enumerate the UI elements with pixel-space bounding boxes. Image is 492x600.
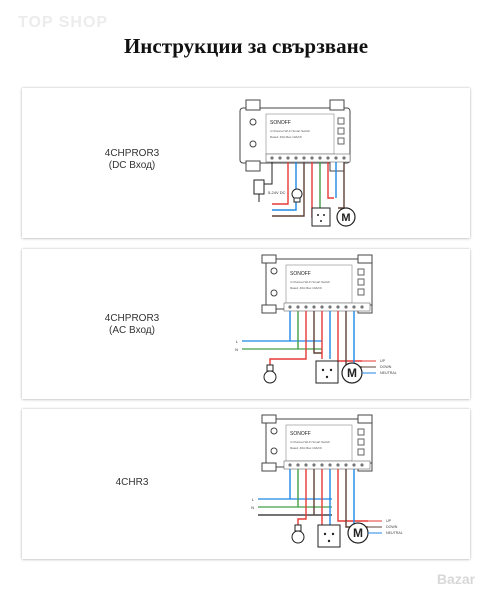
device-module-text: 4 Channel Wi-Fi Smart Switch [290, 280, 330, 284]
dc-wire [264, 162, 273, 185]
relay-terminal [357, 288, 365, 296]
wire-dark [272, 162, 305, 217]
lead-label: N [235, 347, 238, 352]
device-ear [245, 160, 261, 172]
mount-hole [249, 118, 257, 126]
relay-terminal [357, 438, 365, 446]
bulb-icon [291, 188, 303, 203]
device-spec-text: Rated: 40A Max 10A/Ch [270, 135, 303, 139]
logo-text: Bazar [437, 571, 476, 587]
legend-down: DOWN [386, 525, 398, 529]
motor-symbol: M [353, 526, 363, 540]
wire-dark [345, 469, 368, 528]
device-brand: SONOFF [270, 120, 291, 126]
input-type: (AC Вход) [109, 325, 155, 336]
dc-power-supply [253, 179, 265, 195]
lead-label: L [252, 497, 255, 502]
motor-icon: M [336, 207, 356, 227]
wire-red [337, 469, 368, 522]
wiring-diagram: SONOFF 4 Channel Wi-Fi Smart Switch Rate… [239, 99, 356, 227]
wiring-diagram: SONOFF 4 Channel Wi-Fi Smart Switch Rate… [235, 254, 397, 384]
bulb-icon [263, 364, 277, 384]
lead-label: L [236, 339, 239, 344]
device-ear [357, 254, 373, 264]
motor-symbol: M [341, 212, 350, 224]
bazar-logo-icon: Bazar [437, 571, 476, 587]
panel-label: 4CHR3 [62, 477, 202, 489]
page-title: Инструкции за свързване [123, 34, 369, 58]
mount-hole [270, 447, 278, 455]
mount-hole [249, 140, 257, 148]
motor-icon: M [347, 522, 369, 544]
relay-terminal [357, 428, 365, 436]
device-label-area [265, 113, 335, 155]
device-ear [261, 414, 277, 424]
device-label-area [285, 264, 353, 304]
relay-terminal [357, 268, 365, 276]
wire-blue [272, 162, 297, 211]
relay-terminal [337, 117, 345, 125]
wire-red [269, 311, 307, 365]
wire-red [297, 469, 307, 527]
terminal-strip [283, 302, 371, 312]
wire-red [337, 311, 362, 362]
input-type: (DC Вход) [108, 160, 156, 171]
legend-up: UP [386, 519, 392, 523]
panel-label: 4CHPROR3 (DC Вход) [62, 148, 202, 172]
device-ear [329, 160, 345, 172]
legend-down: DOWN [380, 365, 392, 369]
dc-label: 5-24V DC [268, 190, 286, 195]
panel-dc-input: 4CHPROR3 (DC Вход) SONOFF 4 Channel Wi-F… [22, 88, 470, 238]
bulb-icon [291, 524, 305, 544]
wire-red [272, 162, 289, 205]
panel-ac-input: 4CHPROR3 (AC Вход) SONOFF 4 Channel Wi-F… [22, 249, 470, 399]
device-ear [357, 414, 373, 424]
device-spec-text: Rated: 40A Max 10A/Ch [290, 286, 323, 290]
device-ear [261, 304, 277, 314]
mount-hole [270, 267, 278, 275]
device-module-text: 4 Channel Wi-Fi Smart Switch [270, 129, 310, 133]
wiring-diagram: SONOFF 4 Channel Wi-Fi Smart Switch Rate… [251, 414, 403, 548]
panel-label: 4CHPROR3 (AC Вход) [62, 313, 202, 337]
socket-icon [315, 360, 339, 384]
relay-terminal [337, 137, 345, 145]
device-brand: SONOFF [290, 271, 311, 277]
legend-neutral: NEUTRAL [380, 371, 397, 375]
device-module-text: 4 Channel Wi-Fi Smart Switch [290, 440, 330, 444]
terminal-strip [283, 460, 371, 470]
terminal-strip [265, 153, 351, 163]
motor-icon: M [341, 362, 363, 384]
model-name: 4CHPROR3 [104, 313, 160, 324]
model-name: 4CHPROR3 [104, 148, 160, 159]
watermark: TOP SHOP [18, 14, 109, 31]
device-label-area [285, 424, 353, 462]
legend-neutral: NEUTRAL [386, 531, 403, 535]
device-ear [261, 254, 277, 264]
lead-label: N [251, 505, 254, 510]
legend-up: UP [380, 359, 386, 363]
socket-icon [317, 524, 341, 548]
model-name: 4CHR3 [115, 477, 149, 488]
wire-dark [313, 311, 322, 354]
socket-icon [311, 207, 331, 227]
device-ear [329, 99, 345, 111]
relay-terminal [357, 278, 365, 286]
wire-red [327, 162, 334, 199]
device-ear [245, 99, 261, 111]
panel-4chr3: 4CHR3 SONOFF 4 Channel Wi-Fi Smart Switc… [22, 409, 470, 559]
device-ear [261, 462, 277, 472]
legend: UP DOWN NEUTRAL [368, 519, 403, 535]
mount-hole [270, 427, 278, 435]
legend: UP DOWN NEUTRAL [362, 359, 397, 375]
device-spec-text: Rated: 40A Max 10A/Ch [290, 446, 323, 450]
relay-terminal [357, 448, 365, 456]
motor-symbol: M [347, 366, 357, 380]
device-brand: SONOFF [290, 431, 311, 437]
relay-terminal [337, 127, 345, 135]
mount-hole [270, 289, 278, 297]
